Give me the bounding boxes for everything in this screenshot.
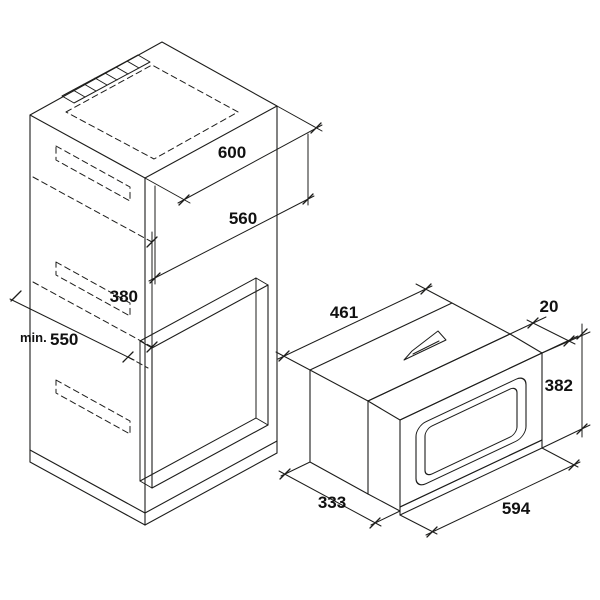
cabinet-min-label: min. bbox=[20, 330, 47, 345]
appliance-door-window bbox=[415, 377, 527, 486]
cabinet-vent-hatch bbox=[61, 54, 151, 104]
niche-top-level bbox=[32, 176, 153, 243]
top-face-inner-cutout bbox=[65, 64, 239, 160]
cabinet-inner-width-label: 560 bbox=[229, 209, 257, 228]
appliance-door-offset-label: 20 bbox=[540, 297, 559, 316]
cabinet-dimensions bbox=[9, 105, 323, 363]
hidden-vent-slot-lower bbox=[55, 379, 131, 435]
appliance-sloped-panel bbox=[367, 333, 543, 421]
cabinet-hidden-lines bbox=[32, 64, 239, 435]
appliance-drawing bbox=[275, 283, 591, 538]
cabinet-niche-height-label: 380 bbox=[110, 287, 138, 306]
cabinet-drawing bbox=[9, 41, 323, 526]
appliance-chassis-depth-label: 333 bbox=[318, 493, 346, 512]
door-window-inner-frame bbox=[424, 387, 518, 476]
appliance-width-label: 594 bbox=[502, 499, 531, 518]
dimension-labels: 600 560 380 min. 550 461 20 382 333 594 bbox=[20, 143, 573, 518]
hidden-vent-slot-middle bbox=[55, 261, 131, 317]
appliance-depth-label: 461 bbox=[330, 303, 358, 322]
cabinet-min-depth-label: 550 bbox=[50, 330, 78, 349]
niche-bottom-level bbox=[32, 281, 153, 348]
appliance-top-vent bbox=[403, 330, 447, 361]
cabinet-width-label: 600 bbox=[218, 143, 246, 162]
door-window-outer-frame bbox=[415, 377, 527, 486]
cabinet-open-compartment bbox=[139, 277, 269, 489]
hidden-vent-slot-upper bbox=[55, 145, 131, 202]
appliance-dimensions bbox=[275, 283, 591, 538]
appliance-height-label: 382 bbox=[545, 376, 573, 395]
